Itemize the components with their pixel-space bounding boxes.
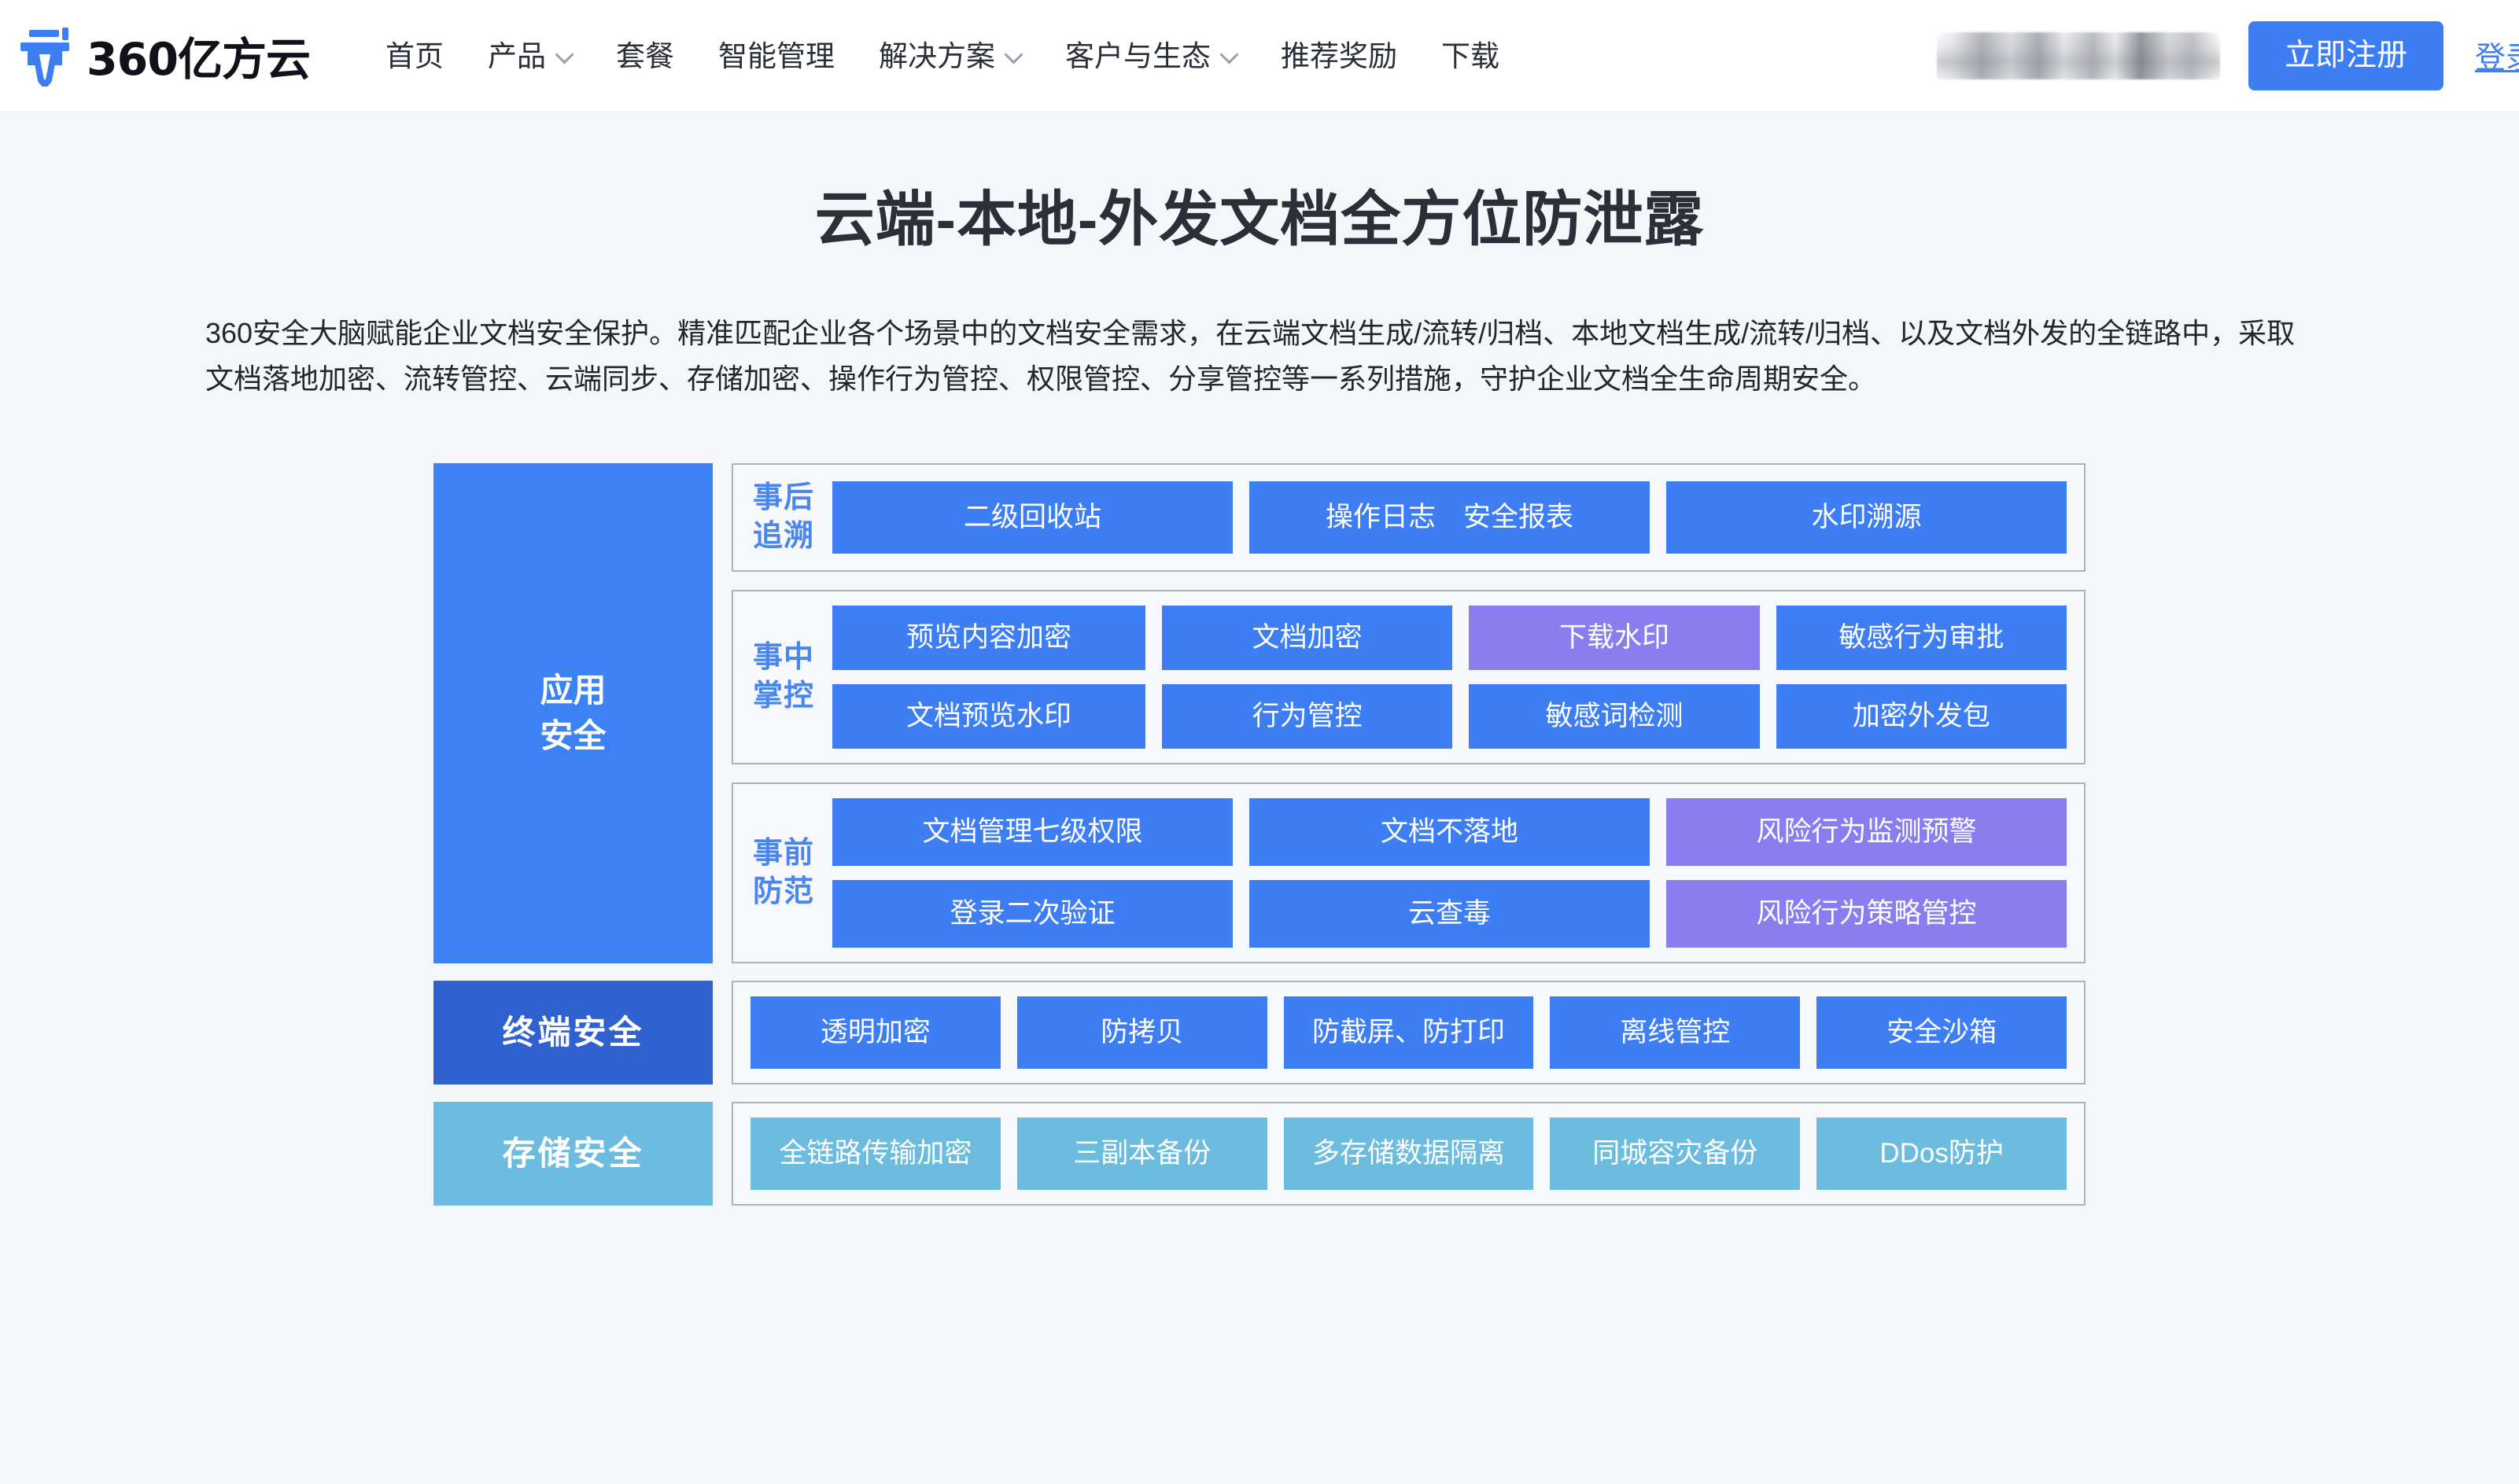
nav-item-referral-rewards[interactable]: 推荐奖励	[1281, 42, 1397, 71]
register-button[interactable]: 立即注册	[2248, 20, 2443, 91]
layer-storage-security: 存储安全 全链路传输加密 三副本备份 多存储数据隔离 同城容灾备份 DDos防护	[433, 1101, 2086, 1206]
tile-multi-storage-data-isolation[interactable]: 多存储数据隔离	[1283, 1117, 1534, 1190]
tile-no-local-landing[interactable]: 文档不落地	[1249, 797, 1650, 866]
group-label-line2: 追溯	[752, 519, 814, 553]
app-security-groups: 事后 追溯 二级回收站 操作日志 安全报表 水印溯源 事中	[732, 463, 2086, 963]
chevron-down-icon	[1221, 46, 1237, 62]
layer-label-line2: 安全	[540, 716, 607, 754]
nav-item-products[interactable]: 产品	[488, 42, 572, 71]
nav-item-download[interactable]: 下载	[1441, 42, 1499, 71]
storage-security-tiles: 全链路传输加密 三副本备份 多存储数据隔离 同城容灾备份 DDos防护	[732, 1101, 2086, 1206]
chevron-down-icon	[1005, 46, 1021, 62]
layer-label-terminal-security: 终端安全	[433, 980, 713, 1084]
group-label-in-incident: 事中 掌控	[751, 639, 817, 715]
account-name-redacted	[1936, 32, 2220, 79]
group-tiles: 二级回收站 操作日志 安全报表 水印溯源	[832, 481, 2067, 554]
group-post-incident: 事后 追溯 二级回收站 操作日志 安全报表 水印溯源	[732, 463, 2086, 572]
tile-watermark-tracing[interactable]: 水印溯源	[1666, 481, 2067, 554]
nav-item-label: 智能管理	[717, 39, 835, 72]
nav-item-label: 套餐	[615, 39, 674, 72]
nav-item-label: 产品	[487, 39, 546, 72]
tile-offline-control[interactable]: 离线管控	[1550, 996, 1801, 1069]
nav-item-label: 解决方案	[878, 39, 995, 72]
group-label-line1: 事前	[752, 836, 814, 870]
tile-sensitive-word-detection[interactable]: 敏感词检测	[1469, 683, 1760, 749]
group-label-line2: 防范	[752, 875, 814, 908]
group-label-line2: 掌控	[752, 679, 814, 713]
nav-item-plans[interactable]: 套餐	[616, 42, 674, 71]
brand-logo[interactable]: 360亿方云	[17, 24, 311, 88]
layer-app-security: 应用 安全 事后 追溯 二级回收站 操作日志 安全报表 水印溯源	[433, 463, 2086, 963]
nav-item-label: 下载	[1440, 39, 1499, 72]
login-link[interactable]: 登录	[2475, 42, 2519, 75]
tile-row: 登录二次验证 云查毒 风险行为策略管控	[832, 879, 2067, 948]
tile-row: 预览内容加密 文档加密 下载水印 敏感行为审批	[832, 605, 2067, 670]
tile-document-encryption[interactable]: 文档加密	[1161, 605, 1453, 670]
top-navbar: 360亿方云 首页 产品 套餐 智能管理 解决方案 客户与生态 推荐奖励 下载	[0, 0, 2519, 112]
layer-label-app-security: 应用 安全	[433, 463, 713, 963]
nav-right-actions: 立即注册 登录	[1936, 0, 2519, 112]
tile-anti-copy[interactable]: 防拷贝	[1016, 996, 1267, 1069]
tile-document-preview-watermark[interactable]: 文档预览水印	[832, 683, 1145, 749]
group-label-post-incident: 事后 追溯	[751, 479, 817, 555]
tile-seven-level-permissions[interactable]: 文档管理七级权限	[832, 797, 1233, 866]
tile-behavior-control[interactable]: 行为管控	[1161, 683, 1453, 749]
tile-security-sandbox[interactable]: 安全沙箱	[1816, 996, 2067, 1069]
tile-preview-content-encryption[interactable]: 预览内容加密	[832, 605, 1145, 670]
nav-item-home[interactable]: 首页	[385, 42, 444, 71]
group-label-line1: 事中	[752, 640, 814, 674]
nav-item-label: 客户与生态	[1064, 39, 1211, 72]
terminal-security-tiles: 透明加密 防拷贝 防截屏、防打印 离线管控 安全沙箱	[732, 980, 2086, 1084]
brand-name: 360亿方云	[87, 34, 311, 86]
tile-recycle-bin[interactable]: 二级回收站	[832, 481, 1233, 554]
nav-links: 首页 产品 套餐 智能管理 解决方案 客户与生态 推荐奖励 下载	[385, 42, 1499, 71]
nav-item-solutions[interactable]: 解决方案	[879, 42, 1021, 71]
tile-row: 透明加密 防拷贝 防截屏、防打印 离线管控 安全沙箱	[751, 996, 2067, 1069]
tile-download-watermark[interactable]: 下载水印	[1469, 605, 1760, 670]
tile-encrypted-outbound-package[interactable]: 加密外发包	[1776, 683, 2067, 749]
yifangyun-logo-icon	[20, 28, 69, 87]
group-in-incident: 事中 掌控 预览内容加密 文档加密 下载水印 敏感行为审批 文档预览水印 行为管…	[732, 589, 2086, 764]
tile-same-city-disaster-backup[interactable]: 同城容灾备份	[1550, 1117, 1801, 1190]
tile-sensitive-action-approval[interactable]: 敏感行为审批	[1776, 605, 2067, 670]
group-label-pre-incident: 事前 防范	[751, 834, 817, 911]
group-pre-incident: 事前 防范 文档管理七级权限 文档不落地 风险行为监测预警 登录二次验证 云查毒…	[732, 782, 2086, 963]
layer-terminal-security: 终端安全 透明加密 防拷贝 防截屏、防打印 离线管控 安全沙箱	[433, 980, 2086, 1084]
nav-item-smart-management[interactable]: 智能管理	[718, 42, 835, 71]
tile-transparent-encryption[interactable]: 透明加密	[751, 996, 1001, 1069]
tile-row: 二级回收站 操作日志 安全报表 水印溯源	[832, 481, 2067, 554]
group-tiles: 文档管理七级权限 文档不落地 风险行为监测预警 登录二次验证 云查毒 风险行为策…	[832, 797, 2067, 948]
tile-row: 文档管理七级权限 文档不落地 风险行为监测预警	[832, 797, 2067, 866]
tile-full-link-transport-encryption[interactable]: 全链路传输加密	[751, 1117, 1001, 1190]
group-label-line1: 事后	[752, 481, 814, 515]
tile-triple-replica-backup[interactable]: 三副本备份	[1016, 1117, 1267, 1190]
tile-row: 全链路传输加密 三副本备份 多存储数据隔离 同城容灾备份 DDos防护	[751, 1117, 2067, 1190]
group-tiles: 预览内容加密 文档加密 下载水印 敏感行为审批 文档预览水印 行为管控 敏感词检…	[832, 605, 2067, 749]
tile-ddos-protection[interactable]: DDos防护	[1816, 1117, 2067, 1190]
tile-risk-behavior-monitoring-alert[interactable]: 风险行为监测预警	[1666, 797, 2067, 866]
page-title: 云端-本地-外发文档全方位防泄露	[814, 186, 1705, 253]
chevron-down-icon	[556, 46, 572, 62]
nav-item-label: 推荐奖励	[1280, 39, 1397, 72]
layer-label-line1: 应用	[540, 672, 607, 709]
page-content: 云端-本地-外发文档全方位防泄露 360安全大脑赋能企业文档安全保护。精准匹配企…	[0, 112, 2519, 1484]
tile-row: 文档预览水印 行为管控 敏感词检测 加密外发包	[832, 683, 2067, 749]
nav-item-customers-ecosystem[interactable]: 客户与生态	[1065, 42, 1237, 71]
tile-oplog-security-report[interactable]: 操作日志 安全报表	[1249, 481, 1650, 554]
tile-cloud-antivirus[interactable]: 云查毒	[1249, 879, 1650, 948]
tile-anti-screenshot-anti-print[interactable]: 防截屏、防打印	[1283, 996, 1534, 1069]
tile-risk-behavior-policy-control[interactable]: 风险行为策略管控	[1666, 879, 2067, 948]
tile-login-two-factor[interactable]: 登录二次验证	[832, 879, 1233, 948]
page-description: 360安全大脑赋能企业文档安全保护。精准匹配企业各个场景中的文档安全需求，在云端…	[205, 316, 2296, 396]
nav-item-label: 首页	[385, 39, 444, 72]
security-architecture-diagram: 应用 安全 事后 追溯 二级回收站 操作日志 安全报表 水印溯源	[433, 463, 2086, 1206]
layer-label-storage-security: 存储安全	[433, 1101, 713, 1206]
